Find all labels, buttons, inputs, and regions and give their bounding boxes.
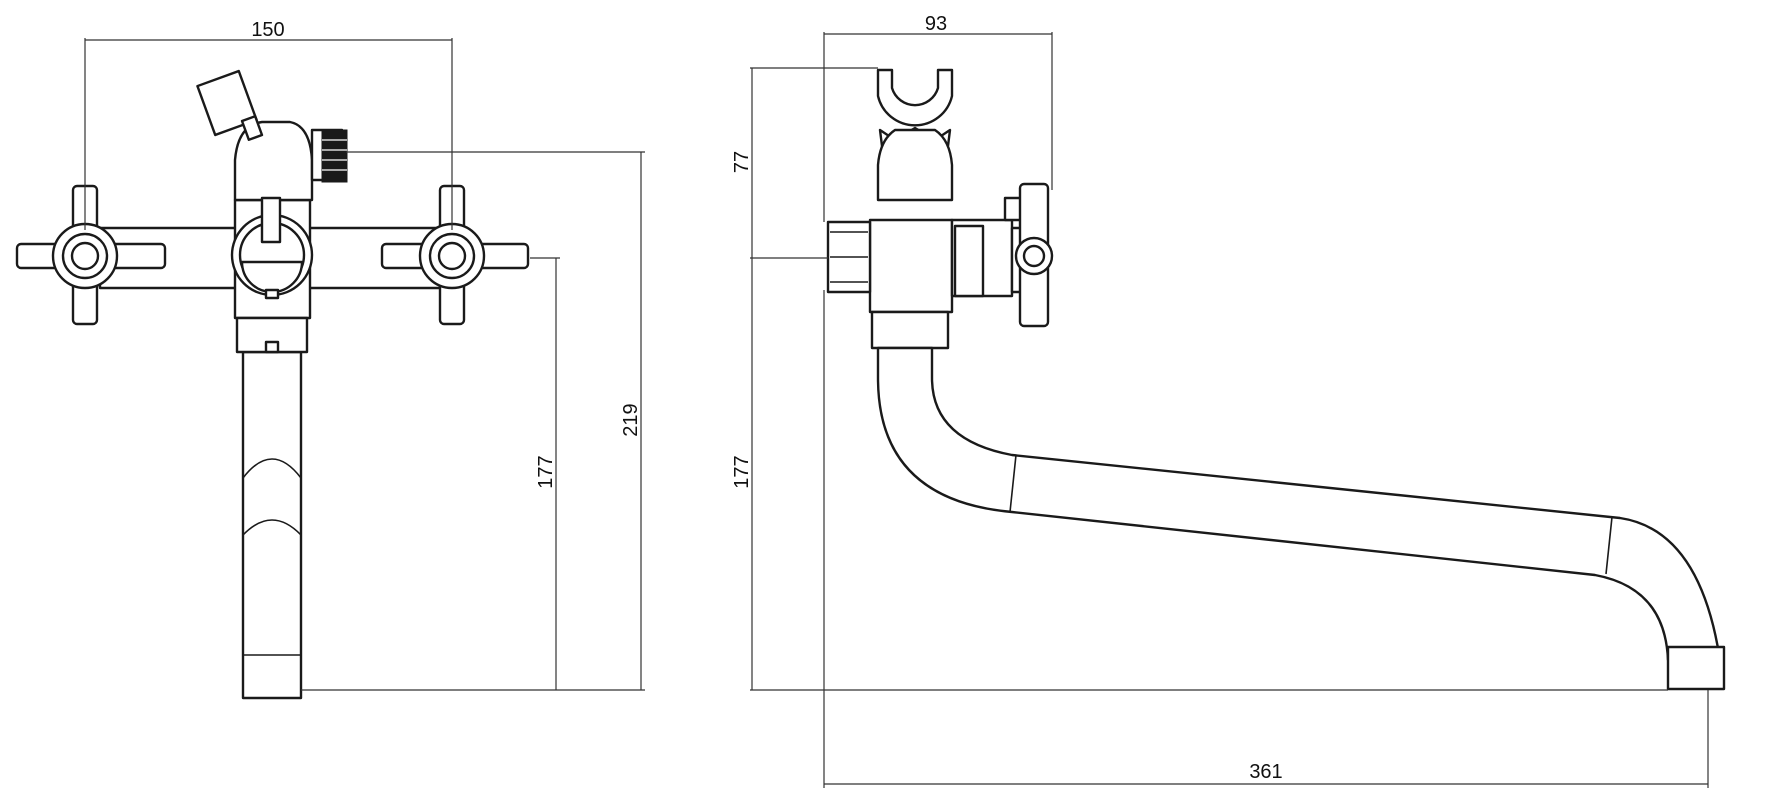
front-right-handle[interactable] xyxy=(380,184,530,326)
side-upper-body xyxy=(876,128,954,202)
side-reach-label: 361 xyxy=(1249,761,1282,783)
front-shower-holder xyxy=(196,69,258,137)
side-aerator xyxy=(1666,645,1726,691)
side-spout-tube xyxy=(876,346,1726,691)
front-left-handle[interactable] xyxy=(15,184,167,326)
side-depth-label: 93 xyxy=(925,13,947,35)
front-dimensions: 150 219 177 xyxy=(84,19,645,691)
front-total-height-label: 219 xyxy=(620,403,642,436)
front-spout xyxy=(241,350,303,700)
side-top-label: 77 xyxy=(731,151,753,173)
side-dimensions: 93 77 177 361 xyxy=(731,13,1709,788)
side-view xyxy=(826,68,1726,691)
side-handle[interactable] xyxy=(1014,182,1054,328)
front-view xyxy=(98,69,452,700)
side-outlet-height-label: 177 xyxy=(731,455,753,488)
front-width-label: 150 xyxy=(251,19,284,41)
side-valve-body xyxy=(826,196,1040,350)
front-thread xyxy=(321,129,348,183)
front-diverter-body xyxy=(196,69,348,354)
front-outlet-height-label: 177 xyxy=(535,455,557,488)
